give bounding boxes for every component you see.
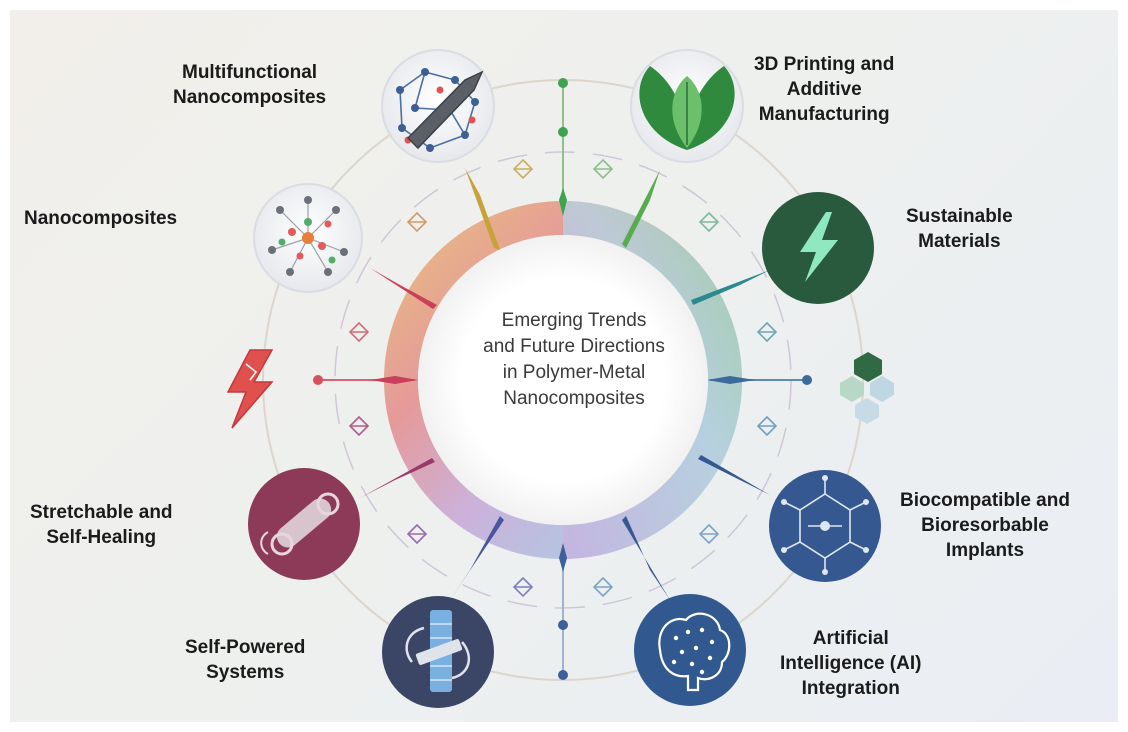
bandage-icon	[260, 492, 340, 556]
leaf-icon	[639, 66, 735, 150]
molecule-icon	[268, 196, 348, 276]
label-stretchable-self-healing: Stretchable and Self-Healing	[30, 502, 173, 548]
label-self-powered-systems: Self-Powered Systems	[185, 637, 306, 683]
label-sustainable-materials: Sustainable Materials	[906, 206, 1013, 252]
nanocomposites-node	[253, 183, 363, 293]
lightning-icon	[800, 212, 838, 282]
center-disc	[418, 235, 708, 525]
stretchable-node	[248, 468, 360, 580]
diamond-markers	[348, 158, 778, 598]
label-biocompatible-implants: Biocompatible and Bioresorbable Implants	[900, 490, 1070, 561]
sustainable-node	[762, 192, 874, 304]
label-nanocomposites: Nanocomposites	[24, 208, 178, 229]
printing-node	[630, 49, 744, 163]
label-3d-printing: 3D Printing and Additive Manufacturing	[754, 54, 895, 125]
label-ai-integration: Artificial Intelligence (AI) Integration	[780, 628, 922, 699]
top-connector	[558, 78, 568, 216]
trends-diagram	[226, 49, 894, 708]
bottom-connector	[558, 543, 568, 680]
network-knife-icon	[399, 71, 476, 149]
label-multifunctional-nanocomposites: Multifunctional Nanocomposites	[173, 62, 327, 108]
right-connector	[707, 375, 812, 385]
broken-bolt-icon	[226, 349, 274, 429]
hexagon-cluster-icon	[840, 352, 894, 424]
left-connector	[313, 375, 418, 385]
ai-node	[634, 594, 746, 706]
center-title: Emerging Trends and Future Directions in…	[483, 310, 665, 409]
spokes	[360, 168, 770, 600]
brain-icon	[658, 612, 731, 692]
selfpowered-node	[382, 596, 494, 708]
multifunctional-node	[381, 49, 495, 163]
diagram-frame: Emerging Trends and Future Directions in…	[10, 10, 1118, 722]
biocompatible-node	[769, 470, 881, 582]
battery-cell-icon	[405, 610, 471, 692]
